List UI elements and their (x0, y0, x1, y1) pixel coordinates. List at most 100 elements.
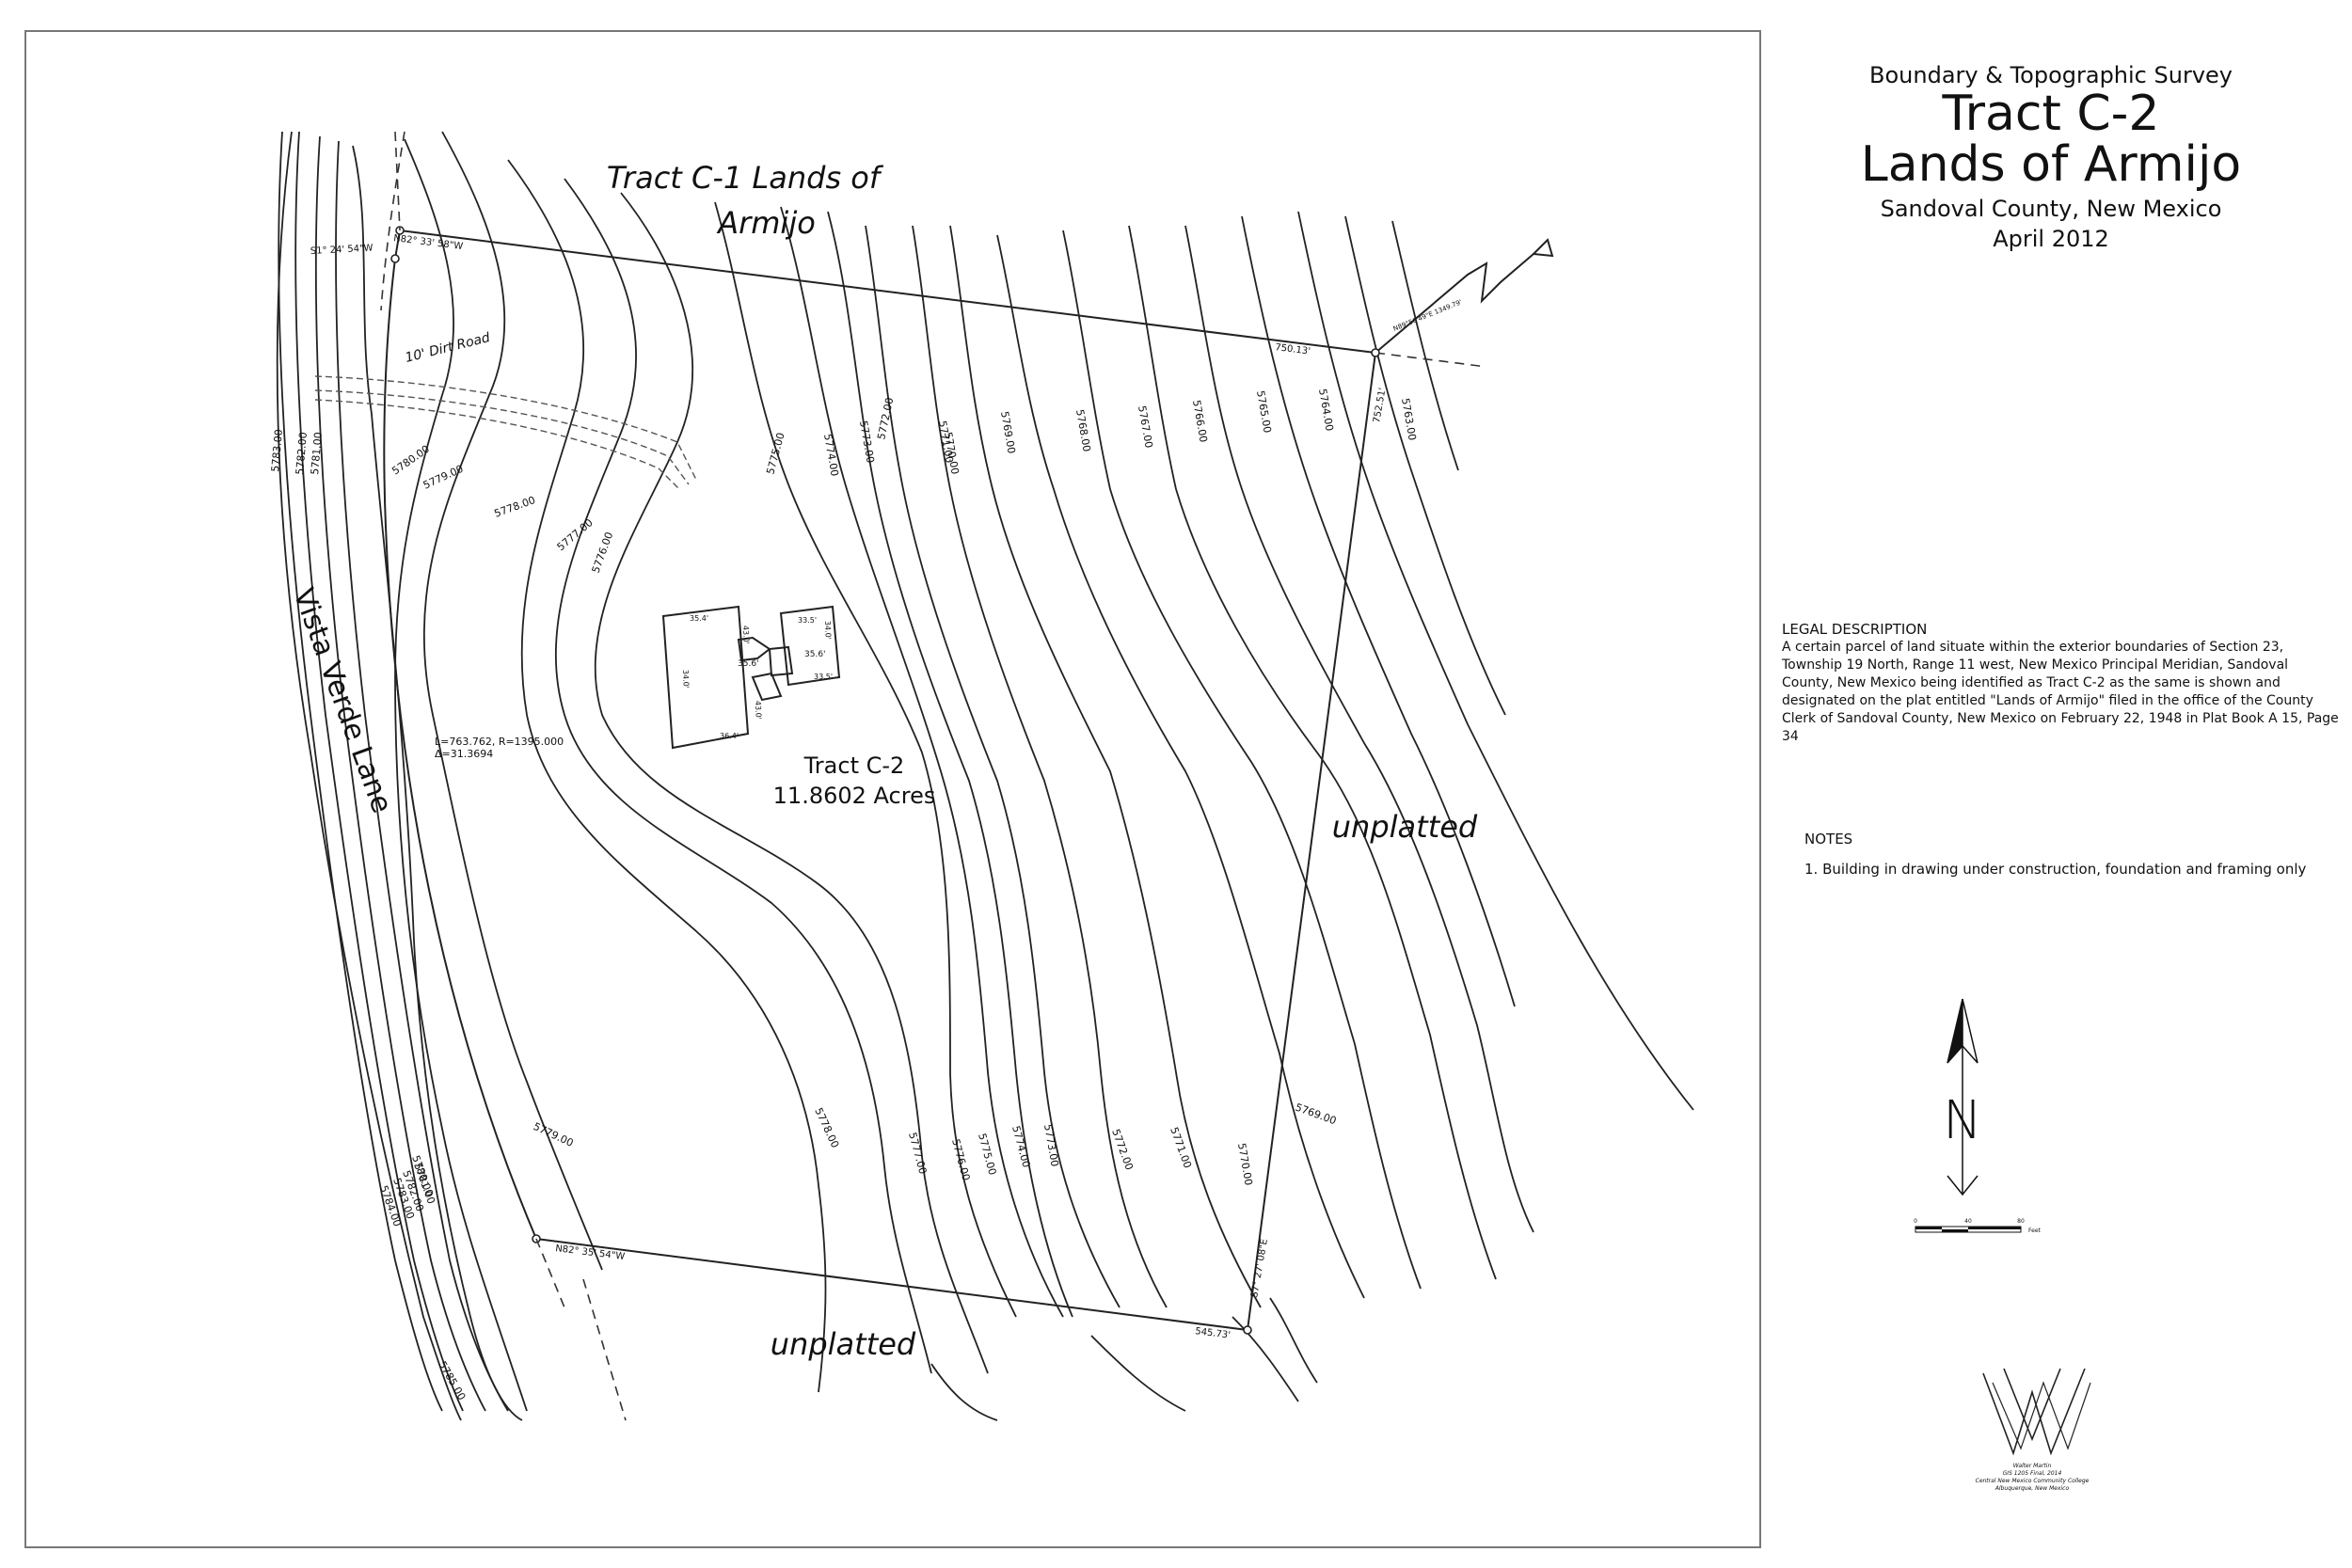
date-label: April 2012 (1993, 226, 2109, 252)
contour-label: 5785.00 (436, 1359, 468, 1402)
road-centerline (582, 1278, 627, 1421)
contour-labels: 5783.00 5782.00 5781.00 5780.00 5779.00 … (269, 388, 1419, 1402)
building-dimension: 35.6' (804, 650, 826, 659)
road-vista-verde-edges (276, 131, 627, 1421)
dirt-road-label: 10' Dirt Road (404, 330, 491, 366)
boundary-line (535, 1238, 1248, 1331)
contour-line (594, 192, 989, 1374)
credit-line3: Central New Mexico Community College (1976, 1478, 2090, 1484)
contour-line (714, 201, 1017, 1318)
tract-title: Tract C-2 (1942, 86, 2160, 142)
contour-line (930, 1363, 998, 1421)
contour-line (335, 140, 509, 1412)
scale-bar: 0 40 80 Feet (1914, 1218, 2041, 1234)
contour-label: 5763.00 (1399, 397, 1419, 441)
contour-label: 5776.00 (949, 1137, 972, 1181)
contour-label: 5778.00 (493, 494, 537, 520)
scale-tick-label: 0 (1914, 1218, 1917, 1225)
neighbor-north-label-line1: Tract C-1 Lands of (607, 160, 884, 196)
dirt-road-edge (314, 389, 690, 485)
boundary-line (394, 230, 401, 260)
boundary-line (383, 258, 537, 1240)
author-logo: Walter Martin GIS 1205 Final, 2014 Centr… (1976, 1368, 2091, 1492)
curve-data-line2: Δ=31.3694 (435, 748, 493, 760)
tie-line (1375, 352, 1487, 368)
contour-label: 5772.00 (1109, 1128, 1136, 1172)
contour-line (1344, 215, 1506, 716)
road-centerline (535, 1238, 565, 1308)
contour-line (1232, 1316, 1299, 1402)
road-centerline (380, 131, 405, 311)
curve-data-line1: L=763.762, R=1395.000 (435, 736, 564, 748)
lands-title: Lands of Armijo (1860, 136, 2242, 193)
contour-line (1297, 211, 1694, 1111)
contour-line (314, 135, 486, 1412)
contour-label: 5766.00 (1190, 399, 1210, 443)
north-arrow: N (1943, 998, 1982, 1196)
unplatted-east-label: unplatted (1332, 809, 1478, 845)
contour-line (1128, 225, 1497, 1280)
contour-line (507, 159, 827, 1393)
north-arrow-dark-half (1947, 998, 1963, 1064)
tie-bearing-label: N89°56'49"E 1349.79' (1392, 298, 1463, 333)
logo-w-inner (1992, 1381, 2091, 1450)
contour-label: 5767.00 (1136, 404, 1155, 449)
contour-label: 5783.00 (269, 429, 285, 472)
contour-line (780, 206, 1064, 1318)
legal-description: LEGAL DESCRIPTION A certain parcel of la… (1782, 621, 2343, 746)
contour-line (422, 131, 603, 1271)
contour-line (949, 225, 1262, 1308)
legal-heading: LEGAL DESCRIPTION (1782, 621, 1928, 638)
north-arrow-tail (1947, 1175, 1979, 1196)
dirt-road-edge (314, 375, 697, 481)
logo-w-mark (1982, 1368, 2086, 1456)
contour-label: 5769.00 (1294, 1101, 1338, 1128)
contour-label: 5782.00 (294, 432, 310, 475)
building-dimension: 43.0' (754, 701, 763, 720)
county-label: Sandoval County, New Mexico (1880, 196, 2222, 222)
building-outline (751, 672, 783, 702)
bearing-nw-label: S1° 24' 54"W (310, 244, 373, 257)
contour-label: 5777.00 (555, 516, 596, 553)
scale-bar-segment (1968, 1227, 2021, 1229)
contour-label: 5770.00 (1235, 1142, 1255, 1186)
contour-label: 5776.00 (590, 531, 616, 575)
contour-line (996, 234, 1365, 1299)
contour-label: 5773.00 (1041, 1123, 1061, 1167)
building-footprint (661, 605, 841, 750)
contour-label: 5775.00 (976, 1132, 998, 1176)
building-dimension: 35.4' (690, 614, 708, 623)
logo-m-mark (2003, 1368, 2061, 1442)
contour-line (554, 178, 932, 1374)
road-edge (276, 131, 462, 1421)
notes-heading: NOTES (1804, 831, 1853, 847)
dirt-road-edge (314, 399, 680, 490)
building-dimension: 33.5' (798, 616, 817, 625)
contour-line (278, 131, 443, 1412)
building-dimension: 33.5' (814, 673, 833, 681)
building-dimension: 34.0' (823, 621, 833, 640)
contour-line (1241, 215, 1516, 1007)
bearing-north-label: N82° 33' 58"W (393, 233, 464, 252)
bearing-east-label: S7° 27' 08"E (1249, 1238, 1270, 1298)
contour-label: 5773.00 (857, 420, 877, 464)
distance-south-label: 545.73' (1195, 1326, 1232, 1341)
contour-line (1062, 230, 1422, 1290)
corner-monument (1371, 348, 1380, 357)
drawing-sheet-frame (24, 30, 1761, 1548)
building-outline (779, 605, 841, 687)
north-arrow-light-half (1962, 998, 1979, 1064)
contour-label: 5779.00 (532, 1120, 576, 1149)
building-dimension: 43.0' (741, 626, 751, 644)
contour-label: 5768.00 (1073, 408, 1093, 452)
credit-line4: Albuquerque, New Mexico (1994, 1485, 2070, 1492)
contour-label: 5781.00 (309, 432, 325, 475)
contour-line (827, 211, 1073, 1318)
corner-monument (390, 254, 400, 263)
building-outline (737, 636, 771, 662)
contour-label: 5778.00 (812, 1106, 841, 1150)
contour-lines (278, 131, 1694, 1421)
distance-north-label: 750.13' (1275, 342, 1311, 357)
road-name-label: Vista Verde Lane (286, 584, 398, 817)
